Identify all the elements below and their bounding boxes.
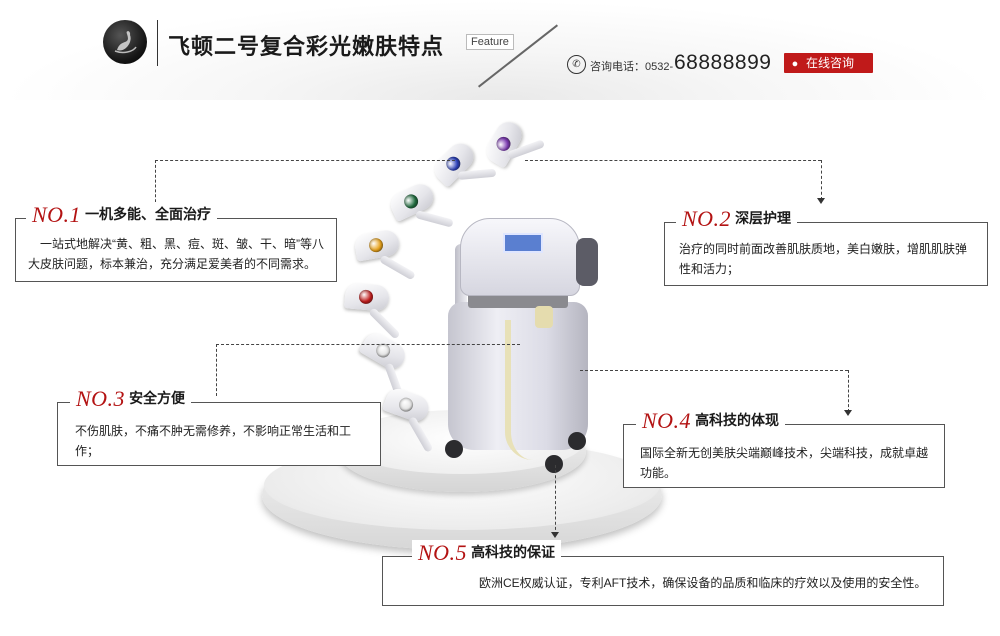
feature-desc: 国际全新无创美肤尖端巅峰技术，尖端科技，成就卓越功能。 — [640, 446, 929, 480]
online-consult-button[interactable]: ● 在线咨询 — [784, 53, 873, 73]
machine-wheel — [445, 440, 463, 458]
connector-line — [555, 465, 556, 535]
online-consult-label: 在线咨询 — [806, 56, 855, 70]
handpiece — [481, 117, 527, 169]
feature-number: NO.5 — [418, 540, 468, 565]
feature-desc: 欧洲CE权威认证，专利AFT技术，确保设备的品质和临床的疗效以及使用的安全性。 — [479, 576, 927, 590]
handpiece — [429, 138, 479, 188]
connector-line — [848, 370, 849, 412]
feature-title: 深层护理 — [735, 210, 792, 226]
feature-number: NO.2 — [682, 206, 732, 231]
feature-desc: 治疗的同时前面改善肌肤质地，美白嫩肤，增肌肌肤弹性和活力； — [679, 242, 968, 276]
feature-title: 安全方便 — [129, 390, 186, 406]
handpiece-lens — [397, 395, 416, 414]
header-divider — [157, 20, 158, 66]
handpiece — [353, 228, 401, 262]
feature-tag: Feature — [466, 34, 514, 50]
handpiece-cable — [414, 210, 454, 228]
feature-number: NO.3 — [76, 386, 126, 411]
connector-arrow — [817, 198, 825, 204]
feature-desc: 一站式地解决“黄、粗、黑、痘、斑、皱、干、暗”等八大皮肤问题，标本兼治，充分满足… — [28, 237, 324, 271]
feature-box-3: 不伤肌肤，不痛不肿无需修养，不影响正常生活和工作； — [57, 402, 381, 466]
machine-drawer — [468, 292, 568, 308]
machine-console — [460, 218, 580, 296]
connector-line — [155, 160, 455, 161]
phone-number: 68888899 — [674, 51, 772, 74]
connector-line — [216, 344, 217, 396]
machine-screen — [503, 233, 543, 253]
feature-desc: 不伤肌肤，不痛不肿无需修养，不影响正常生活和工作； — [75, 424, 352, 458]
feature-number: NO.4 — [642, 408, 692, 433]
connector-arrow — [551, 532, 559, 538]
handpiece-cable — [379, 254, 416, 281]
connector-line — [580, 370, 848, 371]
handpiece-lens — [358, 289, 374, 305]
connector-line — [821, 160, 822, 200]
phone-label: 咨询电话：0532- — [590, 61, 674, 73]
connector-line — [216, 344, 520, 345]
connector-line — [525, 160, 821, 161]
connector-arrow — [844, 410, 852, 416]
handpiece-lens — [367, 237, 385, 254]
machine-cable — [505, 320, 533, 460]
machine-wheel — [545, 455, 563, 473]
handpiece — [343, 282, 391, 312]
user-icon: ● — [791, 58, 799, 70]
header-background — [0, 0, 1000, 100]
swan-logo-icon — [103, 20, 147, 64]
feature-title: 一机多能、全面治疗 — [85, 206, 212, 222]
feature-title: 高科技的保证 — [471, 544, 556, 560]
connector-line — [155, 160, 156, 212]
page-title: 飞顿二号复合彩光嫩肤特点 — [168, 34, 445, 59]
machine-wheel — [568, 432, 586, 450]
feature-box-2: 治疗的同时前面改善肌肤质地，美白嫩肤，增肌肌肤弹性和活力； — [664, 222, 988, 286]
machine-probe-holder — [576, 238, 598, 286]
feature-number: NO.1 — [32, 202, 82, 227]
machine-probe — [535, 306, 553, 328]
handpiece-lens — [401, 192, 421, 211]
phone-icon: ✆ — [567, 55, 586, 74]
handpiece-lens — [443, 153, 464, 174]
handpiece — [358, 328, 410, 374]
feature-title: 高科技的体现 — [695, 412, 780, 428]
